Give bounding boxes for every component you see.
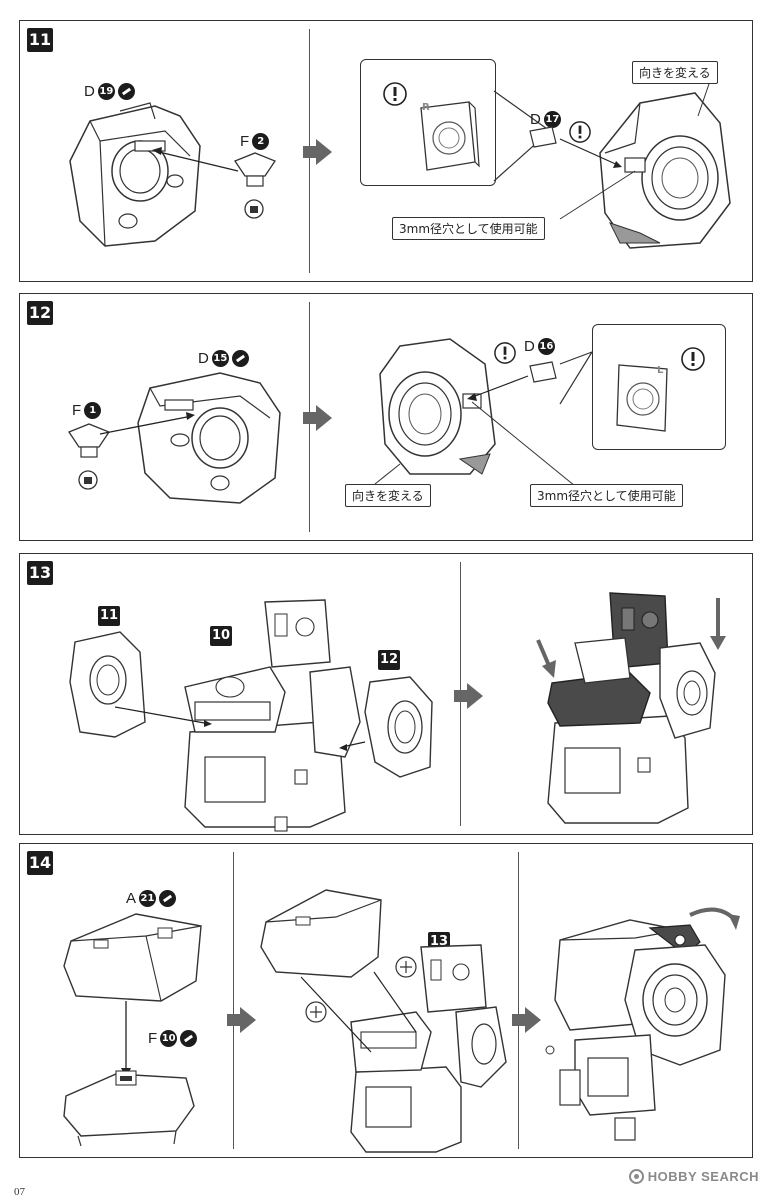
callout-change-direction: 向きを変える [632, 61, 718, 84]
assembly-arrow [99, 412, 195, 435]
step-13-panel: 13 11 10 12 [19, 553, 753, 835]
part-letter: D [198, 350, 209, 367]
part-number-badge: 16 [537, 338, 555, 355]
sub-assembly-ref: 12 [378, 650, 400, 670]
part-label-d16: D 16 [524, 338, 555, 355]
callout-3mm-hole: 3mm径穴として使用可能 [530, 484, 683, 507]
cut-gate-icon [117, 83, 135, 100]
assembly-arrow [152, 147, 239, 172]
step-number: 13 [27, 561, 53, 585]
cut-gate-icon [159, 890, 177, 907]
part-number-badge: 21 [139, 890, 157, 907]
part-number-badge: 15 [211, 350, 229, 367]
part-letter: F [148, 1030, 158, 1047]
part-label-d19: D 19 [84, 83, 135, 100]
core-assembly-drawing [69, 599, 433, 832]
part-letter: D [524, 338, 535, 355]
shoulder-block-rotated-drawing [599, 92, 731, 249]
step-number: 11 [27, 28, 53, 52]
part-letter: D [530, 111, 541, 128]
watermark: HOBBY SEARCH [628, 1169, 759, 1184]
hobby-search-logo-icon [628, 1169, 644, 1184]
step-12-panel: 12 D 15 F 1 D 16 [19, 293, 753, 541]
step-11-panel: 11 D 19 F 2 [19, 20, 753, 282]
detail-inset: R [360, 59, 496, 186]
part-letter: F [72, 402, 82, 419]
callout-change-direction: 向きを変える [345, 484, 431, 507]
callout-3mm-hole: 3mm径穴として使用可能 [392, 217, 545, 240]
part-f1-drawing [68, 423, 110, 490]
part-label-f1: F 1 [72, 402, 102, 419]
page-number: 07 [14, 1186, 25, 1198]
exclamation-icon [681, 347, 705, 371]
part-number-badge: 2 [252, 133, 270, 150]
core-assembly-closed-drawing [536, 592, 726, 824]
cut-gate-icon [180, 1030, 198, 1047]
part-letter: D [84, 83, 95, 100]
part-number-badge: 19 [97, 83, 115, 100]
part-letter: F [240, 133, 250, 150]
shoulder-block-drawing [69, 102, 201, 247]
sub-assembly-ref: 10 [210, 626, 232, 646]
exclamation-icon [569, 121, 591, 143]
side-mark-letter: L [657, 365, 664, 376]
step-14-panel: 14 A 21 F 10 13 [19, 843, 753, 1158]
panel-divider [518, 852, 519, 1149]
part-label-d15: D 15 [198, 350, 249, 367]
mark-plate-drawing [616, 364, 668, 432]
part-label-f10: F 10 [148, 1030, 198, 1047]
exclamation-icon [494, 342, 516, 364]
shoulder-block-rotated-drawing [379, 338, 496, 475]
part-number-badge: 1 [84, 402, 102, 419]
part-d17-drawing [529, 126, 557, 148]
part-label-d17: D 17 [530, 111, 561, 128]
exclamation-icon [383, 82, 407, 106]
cover-install-drawing [260, 889, 507, 1153]
shoulder-block-drawing [137, 372, 281, 504]
part-letter: A [126, 890, 137, 907]
cut-gate-icon [231, 350, 249, 367]
watermark-text: HOBBY SEARCH [647, 1169, 759, 1184]
step-number: 14 [27, 851, 53, 875]
sub-assembly-ref: 11 [98, 606, 120, 626]
part-f2-drawing [234, 152, 276, 219]
detail-inset: L [592, 324, 726, 450]
part-d16-drawing [529, 361, 557, 383]
panel-divider [233, 852, 234, 1149]
part-label-a21: A 21 [126, 890, 177, 907]
step-number: 12 [27, 301, 53, 325]
part-number-badge: 17 [543, 111, 561, 128]
part-number-badge: 10 [160, 1030, 178, 1047]
part-leader [559, 80, 711, 220]
cover-parts-drawing [63, 913, 202, 1147]
final-assembly-drawing [545, 907, 740, 1141]
side-mark-letter: R [422, 102, 430, 113]
mark-plate-drawing [420, 101, 480, 171]
part-label-f2: F 2 [240, 133, 270, 150]
